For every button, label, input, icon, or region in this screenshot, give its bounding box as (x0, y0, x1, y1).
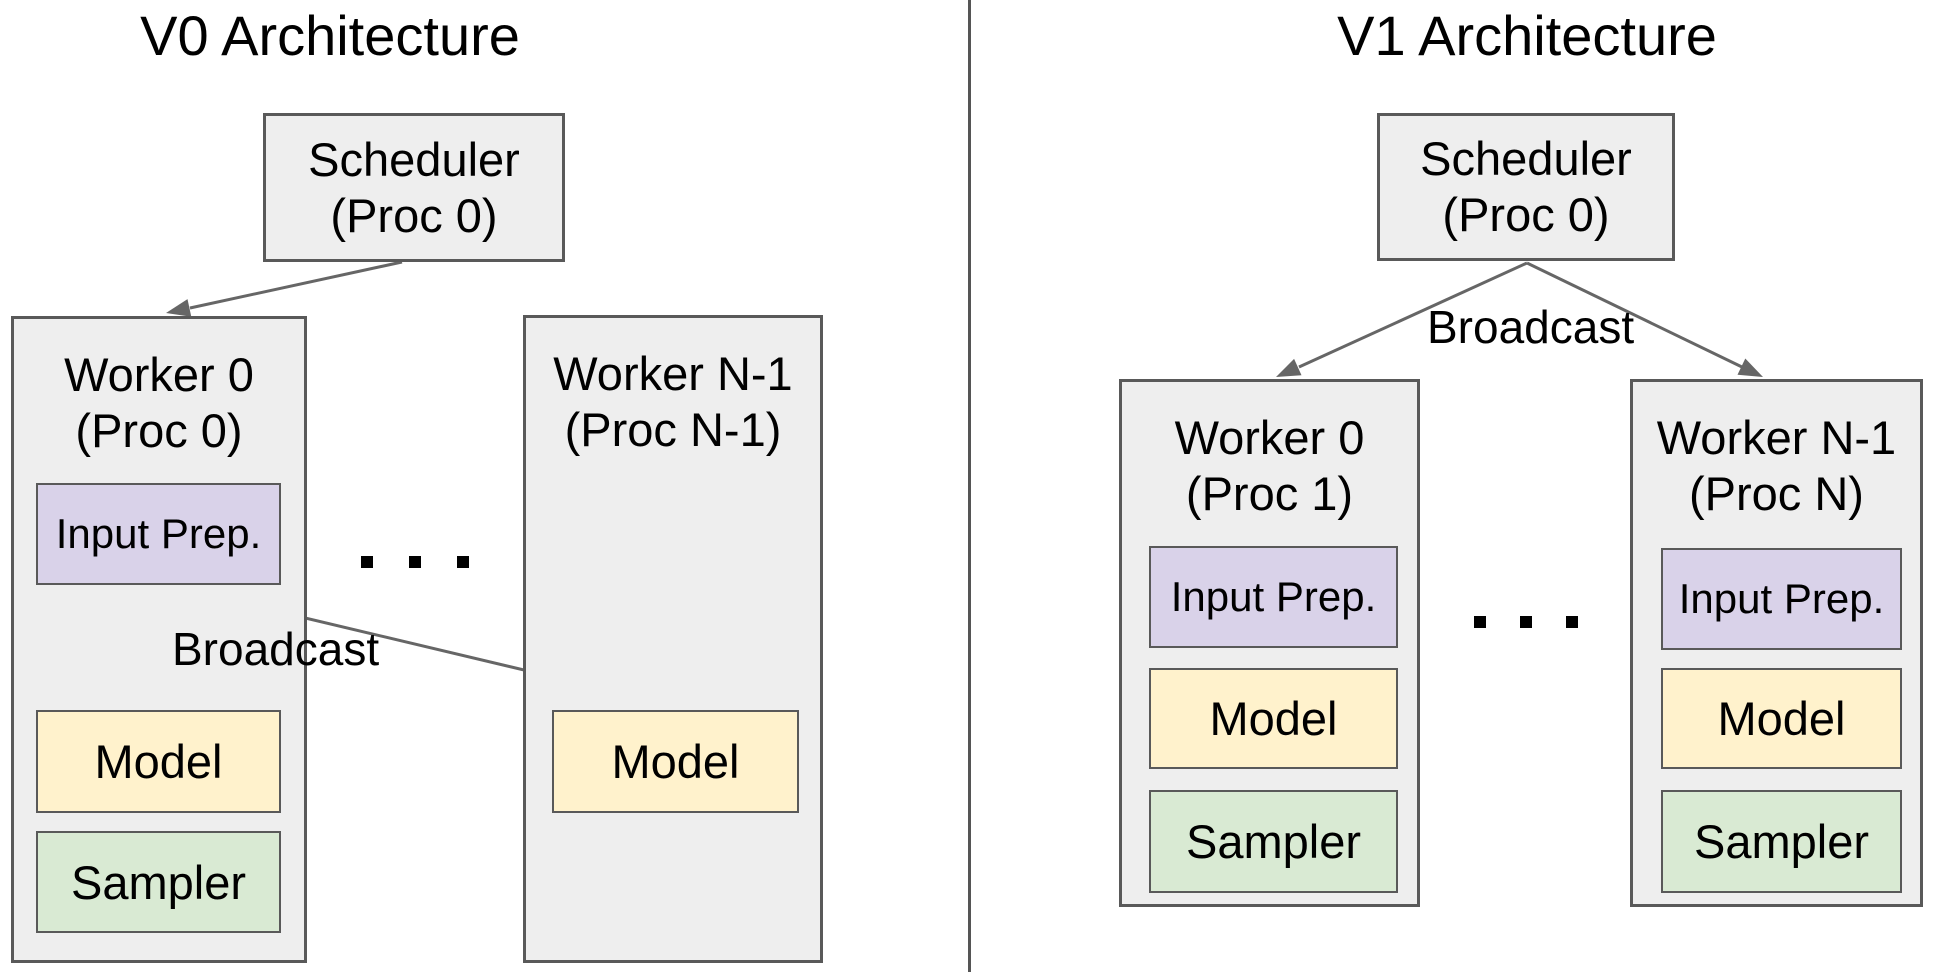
v1-ellipsis-dot-1 (1474, 616, 1486, 628)
v1-ellipsis-dot-2 (1520, 616, 1532, 628)
v1-workerN-input-prep-box: Input Prep. (1661, 548, 1902, 650)
v0-workerN-model-box: Model (552, 710, 799, 813)
v1-worker0-input-prep-box: Input Prep. (1149, 546, 1398, 648)
v0-scheduler-name: Scheduler (308, 132, 520, 186)
v0-arrowhead-worker0 (166, 299, 192, 317)
v0-worker0-sampler-box: Sampler (36, 831, 281, 933)
v0-workerN-name: Worker N-1 (553, 347, 793, 400)
v0-worker0-box: Worker 0 (Proc 0) Input Prep. Model Samp… (11, 316, 307, 963)
v1-worker0-name: Worker 0 (1174, 411, 1365, 464)
v1-scheduler-name: Scheduler (1420, 132, 1632, 185)
v0-scheduler-box: Scheduler (Proc 0) (263, 113, 565, 262)
v0-worker0-model-box: Model (36, 710, 281, 813)
v0-workerN-proc: (Proc N-1) (564, 403, 782, 456)
v1-scheduler-proc: (Proc 0) (1442, 188, 1610, 241)
v0-arrow-scheduler-to-worker0-line (189, 260, 403, 310)
v0-ellipsis-dot-2 (409, 556, 421, 568)
v1-broadcast-label: Broadcast (1427, 301, 1635, 353)
v0-worker0-proc: (Proc 0) (75, 404, 243, 457)
v0-workerN-box: Worker N-1 (Proc N-1) Model (523, 315, 823, 963)
v0-worker0-name: Worker 0 (64, 348, 254, 401)
v1-workerN-proc: (Proc N) (1689, 467, 1864, 520)
panel-divider (968, 0, 971, 972)
v1-workerN-model-box: Model (1661, 668, 1902, 769)
v0-ellipsis-dots (361, 556, 469, 568)
v0-ellipsis-dot-1 (361, 556, 373, 568)
v1-ellipsis-dot-3 (1566, 616, 1578, 628)
v1-workerN-sampler-box: Sampler (1661, 790, 1902, 893)
v1-worker0-sampler-box: Sampler (1149, 790, 1398, 893)
v1-worker0-proc: (Proc 1) (1185, 467, 1354, 520)
v1-arrowhead-workerN (1737, 358, 1763, 377)
v1-workerN-box: Worker N-1 (Proc N) Input Prep. Model Sa… (1630, 379, 1923, 907)
v1-worker0-model-box: Model (1149, 668, 1398, 769)
v1-panel-title: V1 Architecture (1337, 4, 1717, 67)
v0-scheduler-proc: (Proc 0) (330, 188, 498, 242)
v1-ellipsis-dots (1474, 616, 1578, 628)
v1-scheduler-box: Scheduler (Proc 0) (1377, 113, 1675, 261)
v0-panel-title: V0 Architecture (140, 4, 520, 67)
v0-broadcast-label: Broadcast (172, 623, 380, 675)
v0-worker0-input-prep-box: Input Prep. (36, 483, 281, 585)
v1-arrowhead-worker0 (1276, 358, 1302, 377)
v0-ellipsis-dot-3 (457, 556, 469, 568)
v1-workerN-name: Worker N-1 (1656, 411, 1897, 464)
v1-worker0-box: Worker 0 (Proc 1) Input Prep. Model Samp… (1119, 379, 1420, 907)
